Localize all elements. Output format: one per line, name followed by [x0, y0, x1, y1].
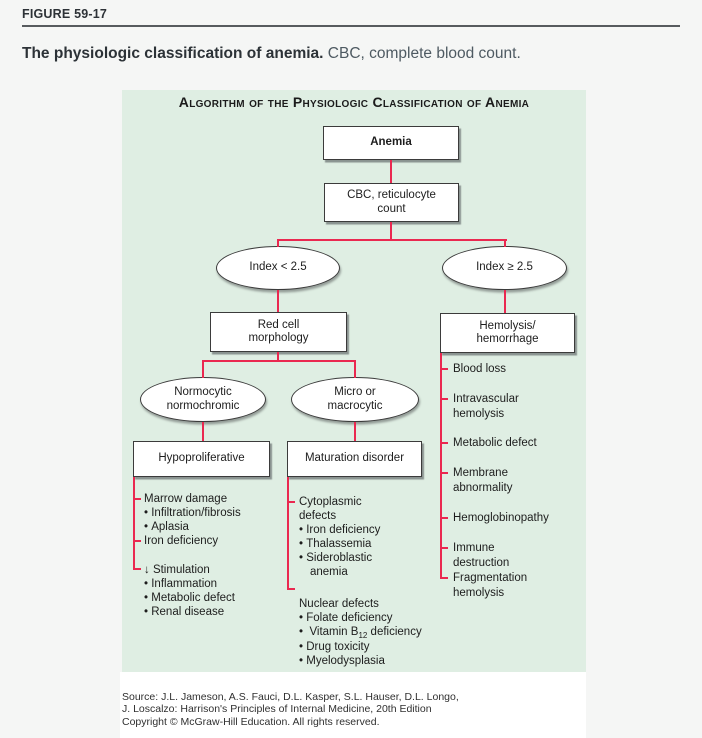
decision-index-high: Index ≥ 2.5	[442, 246, 567, 290]
source-line: Source: J.L. Jameson, A.S. Fauci, D.L. K…	[122, 691, 459, 703]
node-red-cell-morphology: Red cell morphology	[210, 312, 347, 352]
node-hemolysis-hemorrhage: Hemolysis/ hemorrhage	[440, 313, 575, 353]
diagram-canvas: Algorithm of the Physiologic Classificat…	[122, 90, 586, 672]
list-item: Infiltration/fibrosis	[144, 506, 274, 520]
connector-tick	[440, 442, 448, 444]
caption-legend: CBC, complete blood count.	[327, 45, 521, 62]
list-item: Iron deficiency	[144, 535, 219, 547]
list-item-text: Vitamin B	[309, 626, 359, 638]
decision-normocytic-normochromic: Normocytic normochromic	[140, 377, 266, 422]
connector-line	[277, 239, 279, 247]
node-maturation-disorder: Maturation disorder	[287, 441, 422, 477]
list-item: Hemoglobinopathy	[453, 512, 549, 524]
connector-tick	[287, 501, 295, 503]
connector-line	[202, 422, 204, 441]
list-item: Immune destruction	[453, 542, 510, 569]
connector-line	[354, 422, 356, 441]
connector-rail	[287, 477, 289, 590]
connector-tick	[440, 398, 448, 400]
connector-tick	[440, 517, 448, 519]
figure-label: FIGURE 59-17	[22, 7, 108, 21]
connector-tick	[133, 498, 141, 500]
connector-line	[390, 160, 392, 183]
connector-tick	[133, 540, 141, 542]
source-line: Copyright © McGraw-Hill Education. All r…	[122, 715, 380, 728]
node-cbc-reticulocyte: CBC, reticulocyte count	[324, 183, 459, 222]
source-text: Source: J.L. Jameson, A.S. Fauci, D.L. K…	[120, 672, 586, 728]
connector-rail	[133, 477, 135, 570]
list-item: Marrow damage	[144, 493, 228, 505]
source-line: J. Loscalzo: Harrison's Principles of In…	[122, 703, 432, 716]
maturation-list: Cytoplasmic defects Iron deficiency Thal…	[299, 495, 422, 668]
list-item: Blood loss	[453, 363, 507, 375]
connector-line	[202, 360, 204, 378]
list-item: Inflammation	[144, 577, 274, 591]
connector-line	[202, 360, 356, 362]
list-item: Aplasia	[144, 520, 274, 534]
list-item: Drug toxicity	[299, 640, 401, 654]
list-item: Renal disease	[144, 605, 274, 619]
connector-line	[277, 352, 279, 362]
diagram-title: Algorithm of the Physiologic Classificat…	[178, 94, 530, 110]
connector-tick	[440, 547, 448, 549]
node-hypoproliferative: Hypoproliferative	[133, 441, 270, 477]
list-item: Sideroblastic anemia	[299, 551, 401, 579]
node-anemia: Anemia	[323, 126, 459, 160]
hypoproliferative-list: Marrow damage Infiltration/fibrosis Apla…	[144, 492, 274, 619]
list-item: Metabolic defect	[453, 437, 537, 449]
connector-rail	[440, 353, 442, 579]
connector-tick	[133, 568, 141, 570]
connector-tick	[440, 472, 448, 474]
connector-line	[504, 239, 506, 247]
connector-tick	[440, 577, 448, 579]
list-item: Folate deficiency	[299, 611, 401, 625]
list-item: Thalassemia	[299, 537, 401, 551]
connector-tick	[440, 368, 448, 370]
connector-line	[354, 360, 356, 378]
list-item: Fragmentation hemolysis	[453, 572, 528, 599]
list-item-text: deficiency	[367, 626, 422, 638]
caption-title: The physiologic classification of anemia…	[22, 45, 324, 62]
list-item: Intravascular hemolysis	[453, 393, 519, 420]
connector-line	[277, 290, 279, 312]
decision-index-low: Index < 2.5	[216, 246, 340, 290]
list-item: Nuclear defects	[299, 598, 379, 610]
header-rule	[22, 25, 680, 27]
list-item: Cytoplasmic defects	[299, 496, 362, 522]
connector-tick	[287, 588, 295, 590]
list-item: Iron deficiency	[299, 523, 401, 537]
connector-line	[277, 239, 507, 241]
decision-micro-or-macrocytic: Micro or macrocytic	[291, 377, 419, 422]
figure-caption: The physiologic classification of anemia…	[22, 44, 662, 64]
list-item: Myelodysplasia	[299, 654, 401, 668]
connector-line	[504, 290, 506, 313]
list-item: Membrane abnormality	[453, 467, 513, 494]
list-item: Vitamin B12 deficiency	[299, 625, 421, 640]
list-item: Metabolic defect	[144, 591, 274, 605]
source-strip: Source: J.L. Jameson, A.S. Fauci, D.L. K…	[120, 672, 586, 738]
list-item: ↓ Stimulation	[144, 564, 210, 576]
connector-line	[390, 222, 392, 241]
subscript-text: 12	[358, 630, 368, 640]
